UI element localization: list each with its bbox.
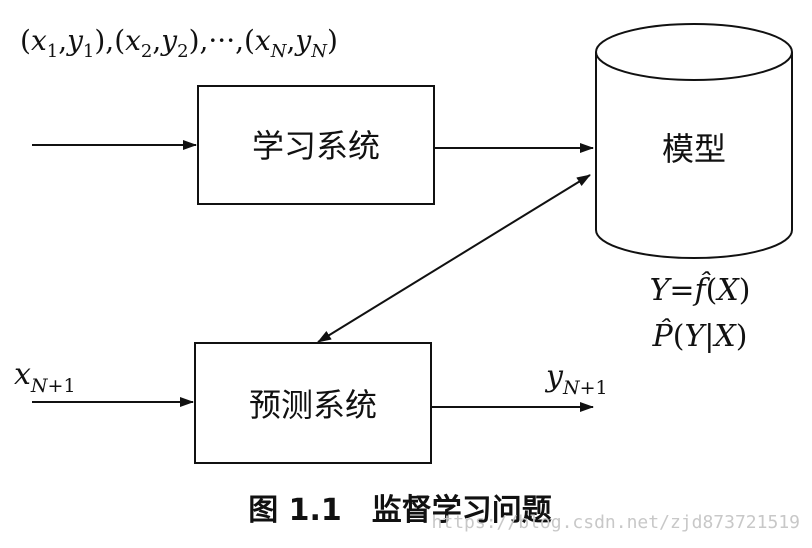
new-input-label: xN+1 — [14, 357, 76, 397]
model-formula-decision: Y=f̂(X) — [650, 271, 751, 308]
prediction-system-label: 预测系统 — [249, 386, 377, 424]
watermark: https://blog.csdn.net/zjd873721519 — [432, 512, 800, 533]
model-prediction-link-arrow — [317, 174, 591, 343]
output-label: yN+1 — [544, 359, 608, 399]
learning-system-label: 学习系统 — [252, 127, 380, 165]
model-cylinder — [595, 23, 793, 259]
training-data-label: (x1,y1),(x2,y2),···,(xN,yN) — [20, 24, 338, 62]
model-formula-probability: P̂(Y|X) — [652, 319, 748, 354]
prediction-system-box — [194, 342, 432, 464]
model-label: 模型 — [662, 130, 726, 168]
figure-caption: 图 1.1 监督学习问题 — [248, 493, 552, 528]
